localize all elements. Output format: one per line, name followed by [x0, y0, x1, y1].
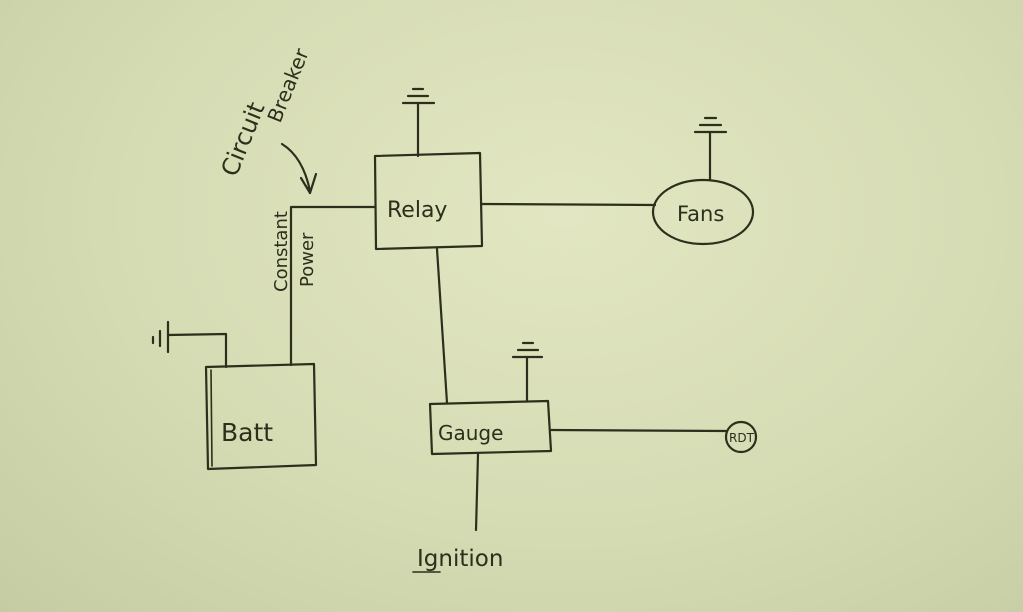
fans-label: Fans: [677, 202, 724, 226]
relay-to-fans-wire: [479, 202, 657, 207]
constant-label: Constant: [271, 211, 292, 292]
breaker-label: Breaker: [262, 44, 314, 126]
relay-box: [373, 151, 484, 251]
gauge-ground-symbol: [511, 341, 544, 403]
rdt-label: RDT: [729, 431, 755, 445]
power-label: Power: [297, 232, 318, 287]
battery-ground-symbol: [151, 320, 228, 369]
gauge-label: Gauge: [438, 421, 503, 445]
constant-power-wire: [289, 205, 377, 367]
fans-ground-symbol: [693, 116, 728, 182]
relay-label: Relay: [387, 198, 447, 223]
gauge-to-rdt-wire: [549, 428, 729, 433]
relay-ground-symbol: [401, 87, 436, 158]
relay-to-gauge-wire: [435, 247, 449, 405]
circuit-label: Circuit: [216, 98, 271, 180]
gauge-box: [428, 399, 553, 456]
fans-circle: [651, 178, 755, 246]
battery-box: [204, 362, 318, 471]
ignition-wire: [474, 452, 480, 532]
battery-label: Batt: [221, 418, 273, 447]
circuit-breaker-arrow: [280, 142, 318, 195]
rdt-sensor-circle: [724, 420, 758, 454]
ignition-label: Ignition: [417, 546, 503, 572]
